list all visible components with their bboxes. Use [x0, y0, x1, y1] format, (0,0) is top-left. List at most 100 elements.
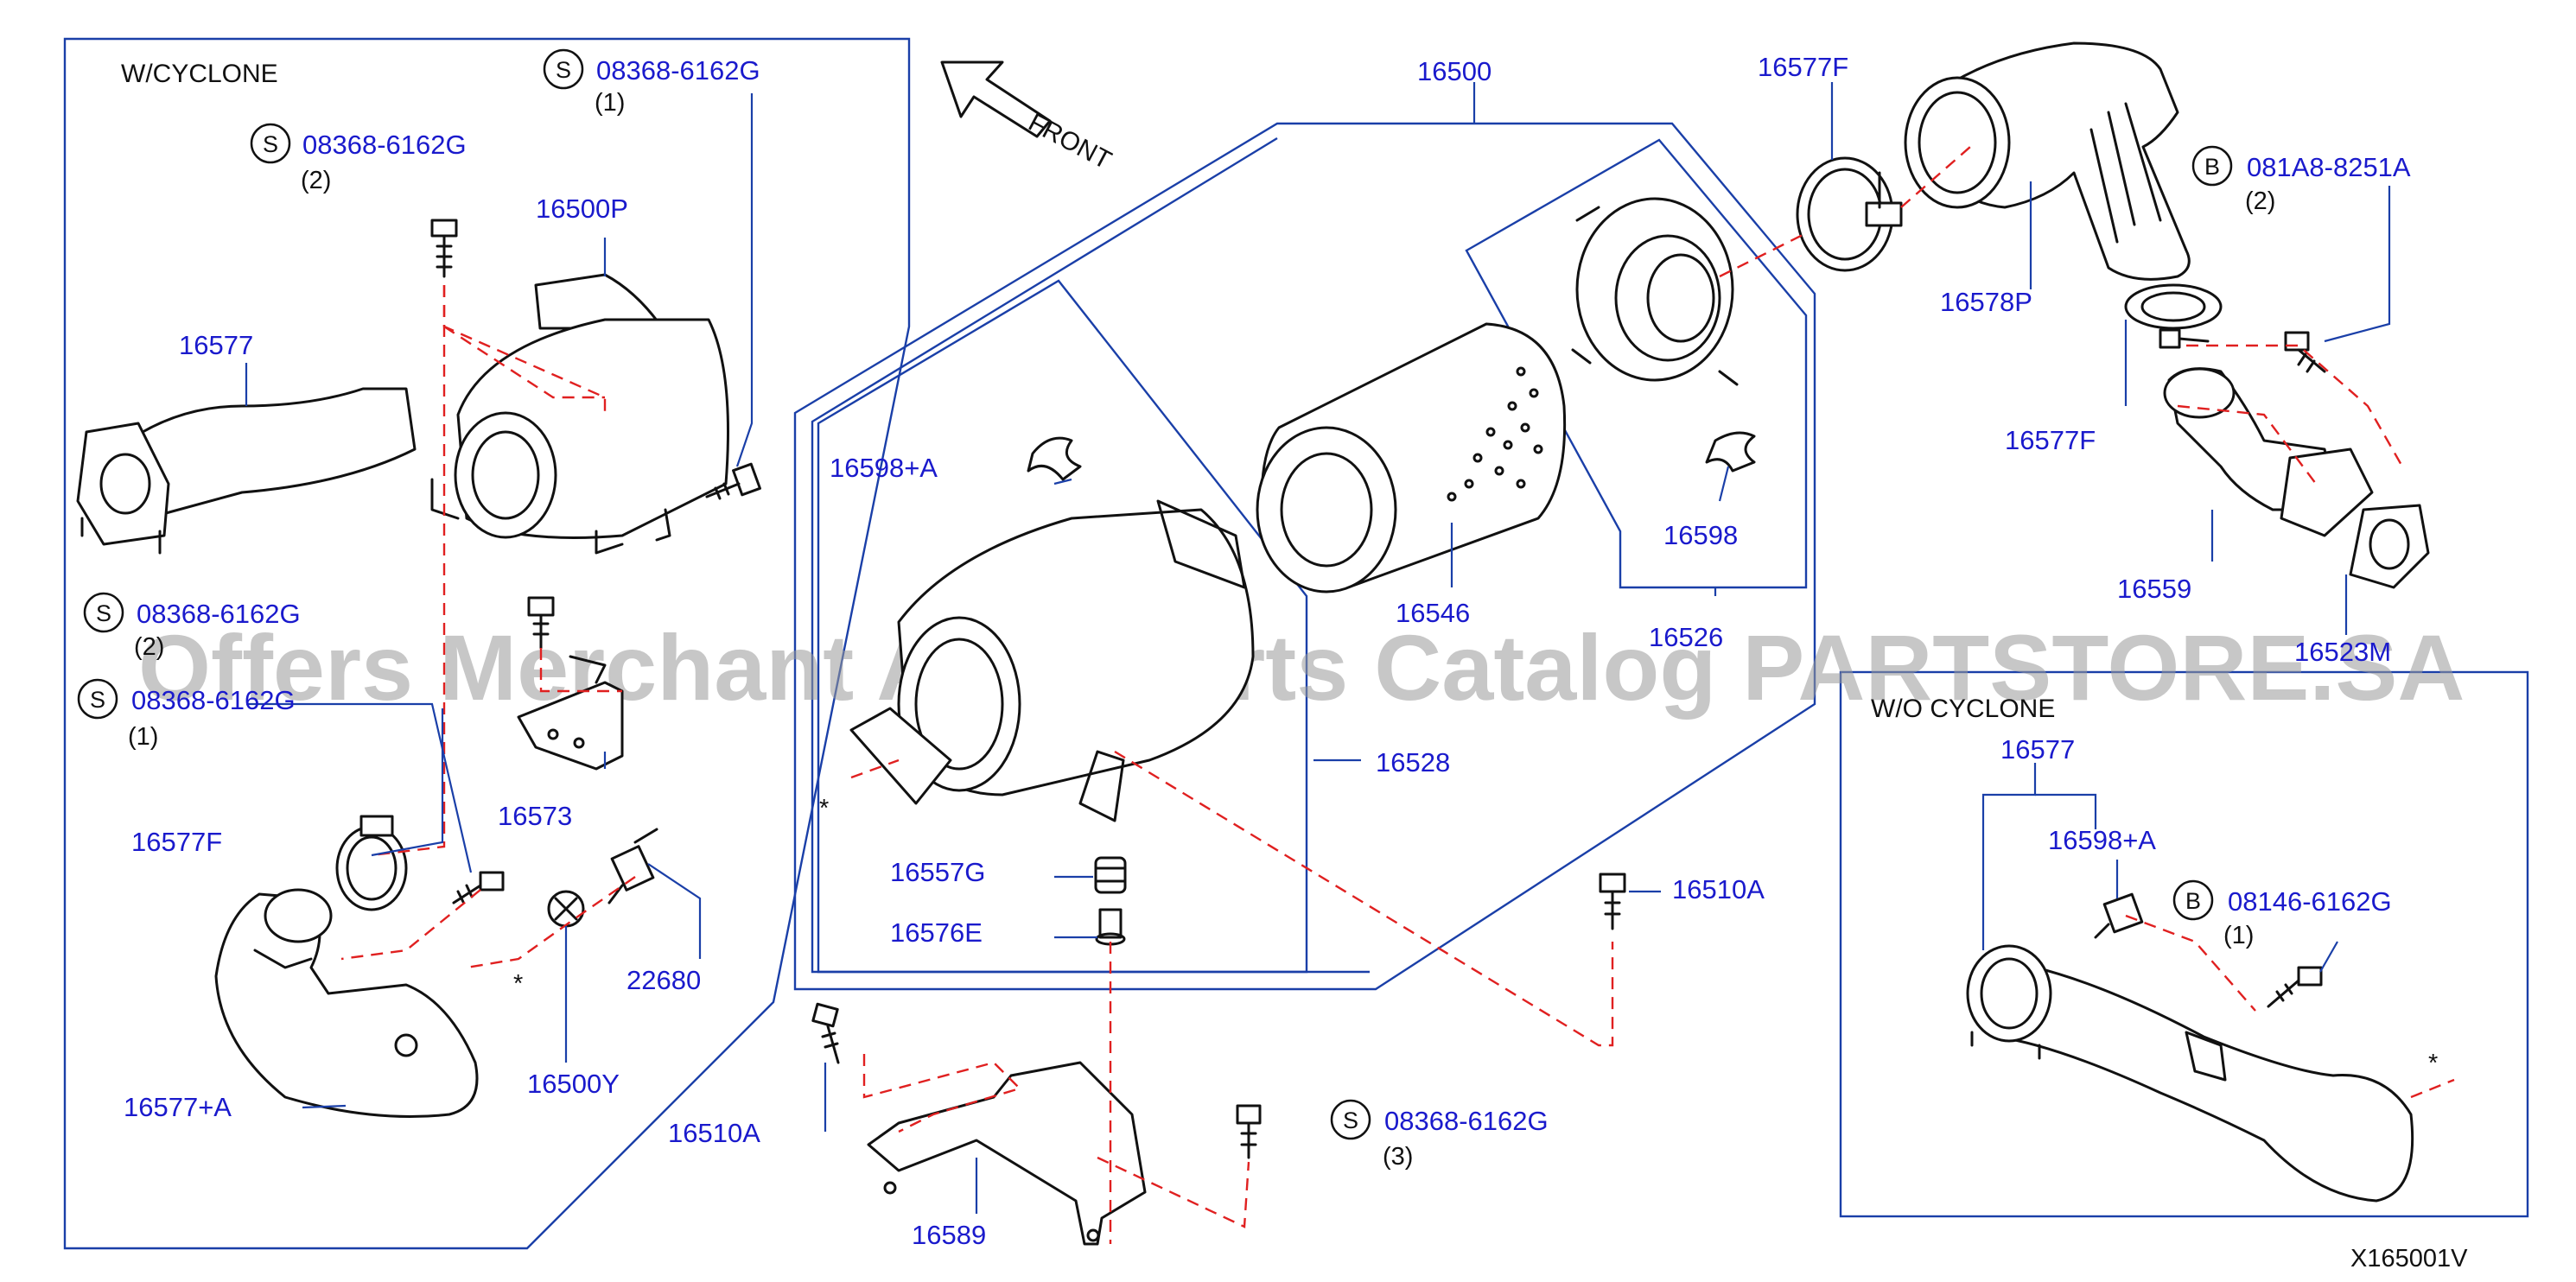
duct-16577a: [214, 888, 479, 1118]
s3-symbol-circle: [83, 592, 124, 633]
label-16577f-left[interactable]: 16577F: [131, 827, 222, 857]
bolt-16510a-right-icon: [1599, 873, 1626, 930]
label-16598[interactable]: 16598: [1663, 520, 1738, 550]
air-cleaner-body-16528: [849, 499, 1255, 822]
bolt-small-right-icon: [2159, 328, 2210, 349]
bolt-small-left-icon: [452, 871, 505, 904]
label-16577a[interactable]: 16577+A: [124, 1092, 232, 1122]
assembly-16528-border: [817, 279, 1308, 974]
asterisk-marker-right: *: [2428, 1050, 2438, 1077]
bolt-08368-mid-icon: [527, 596, 555, 650]
s5-symbol-circle: [1330, 1099, 1371, 1140]
s3-symbol: S: [96, 600, 111, 626]
s1-part-number[interactable]: 08368-6162G: [596, 55, 760, 86]
bracket-16589: [867, 1061, 1147, 1246]
label-16546[interactable]: 16546: [1396, 598, 1470, 628]
s4-symbol-circle: [77, 678, 118, 720]
label-16559[interactable]: 16559: [2117, 574, 2191, 604]
s2-part-number[interactable]: 08368-6162G: [302, 130, 467, 160]
duct-16577-wo-cyclone: [1966, 944, 2414, 1203]
collar-16576e-icon: [1095, 908, 1126, 946]
b2-part-number[interactable]: 08146-6162G: [2228, 886, 2392, 917]
label-16500y[interactable]: 16500Y: [527, 1069, 620, 1099]
label-16589[interactable]: 16589: [912, 1220, 986, 1250]
assembly-dashed-lines: [340, 146, 2455, 1244]
label-22680[interactable]: 22680: [627, 965, 701, 995]
clamp-16577f-top: [1796, 156, 1903, 272]
bolt-08368-right-icon: [705, 462, 761, 500]
b2-symbol: B: [2185, 888, 2201, 914]
bolt-08368-top-icon: [430, 219, 458, 278]
label-16573[interactable]: 16573: [498, 801, 572, 831]
assembly-16526-border: [1465, 138, 1808, 589]
label-16577-wo[interactable]: 16577: [2000, 734, 2075, 765]
label-16598a-wo[interactable]: 16598+A: [2048, 825, 2156, 855]
b1-symbol-circle: [2191, 145, 2233, 187]
gasket-16577f-right: [2124, 283, 2223, 330]
label-16500p[interactable]: 16500P: [536, 194, 628, 224]
s1-symbol: S: [556, 57, 571, 83]
label-16526[interactable]: 16526: [1649, 622, 1723, 652]
label-16598a-main[interactable]: 16598+A: [830, 453, 938, 483]
s3-qty: (2): [134, 633, 164, 661]
b1-qty: (2): [2245, 187, 2275, 215]
label-16577-main[interactable]: 16577: [179, 330, 253, 360]
cyclone-air-cleaner-16500p: [430, 273, 729, 555]
s1-qty: (1): [595, 89, 625, 117]
b1-symbol: B: [2204, 154, 2220, 180]
label-16577f-top[interactable]: 16577F: [1758, 52, 1848, 82]
bolt-08368-bottom-icon: [1236, 1104, 1262, 1159]
grommet-16557g-icon: [1094, 856, 1127, 894]
adapter-16559: [2163, 367, 2374, 537]
label-16500[interactable]: 16500: [1417, 56, 1492, 86]
inlet-duct-16577: [76, 387, 417, 555]
bracket-16573: [517, 655, 624, 771]
s4-symbol: S: [90, 687, 105, 713]
label-16576e[interactable]: 16576E: [890, 917, 983, 948]
wo-cyclone-section-border: [1839, 670, 2529, 1218]
asterisk-marker-left: *: [513, 970, 523, 998]
cover-16526: [1571, 197, 1739, 386]
label-16510a-right[interactable]: 16510A: [1672, 874, 1765, 904]
clamp-16577f-left: [335, 815, 408, 911]
front-label: FRONT: [1024, 108, 1116, 175]
label-16528[interactable]: 16528: [1376, 747, 1450, 777]
bolt-16510a-left-icon: [811, 1002, 840, 1064]
label-16577f-right[interactable]: 16577F: [2005, 425, 2096, 455]
b2-qty: (1): [2223, 922, 2254, 949]
w-cyclone-section-border: [63, 37, 911, 1250]
sensor-16598a-wo-icon: [2094, 892, 2144, 939]
watermark: Offers Merchant Auto Parts Catalog PARTS…: [138, 615, 2465, 720]
wo-cyclone-header: W/O CYCLONE: [1871, 695, 2055, 723]
label-16523m[interactable]: 16523M: [2294, 637, 2391, 667]
asterisk-marker-center: *: [819, 795, 829, 822]
s5-part-number[interactable]: 08368-6162G: [1384, 1106, 1549, 1136]
sensor-22680-icon: [607, 828, 658, 904]
s4-qty: (1): [128, 723, 158, 751]
s2-symbol-circle: [250, 123, 291, 164]
b2-symbol-circle: [2172, 879, 2214, 921]
w-cyclone-header: W/CYCLONE: [121, 60, 278, 88]
s3-part-number[interactable]: 08368-6162G: [137, 599, 301, 629]
assembly-16500-border: [793, 122, 1816, 991]
bolt-08146-icon: [2267, 966, 2323, 1008]
front-arrow-icon: [940, 60, 1052, 138]
filter-element-16546: [1256, 322, 1567, 593]
s1-symbol-circle: [543, 48, 584, 90]
air-duct-16578p: [1904, 41, 2191, 281]
b1-part-number[interactable]: 081A8-8251A: [2247, 152, 2411, 182]
label-16510a-left[interactable]: 16510A: [668, 1118, 760, 1148]
s4-part-number[interactable]: 08368-6162G: [131, 685, 296, 715]
s2-symbol: S: [263, 131, 278, 157]
leader-lines: [245, 82, 2391, 1214]
gasket-16523m: [2349, 504, 2430, 589]
diagram-code: X165001V: [2350, 1245, 2468, 1272]
s2-qty: (2): [301, 167, 331, 194]
label-16557g[interactable]: 16557G: [890, 857, 985, 887]
clip-16598-icon: [1705, 431, 1756, 473]
s5-qty: (3): [1383, 1143, 1413, 1171]
grommet-16500y-icon: [547, 890, 585, 928]
label-16578p[interactable]: 16578P: [1940, 287, 2032, 317]
s5-symbol: S: [1343, 1107, 1358, 1133]
